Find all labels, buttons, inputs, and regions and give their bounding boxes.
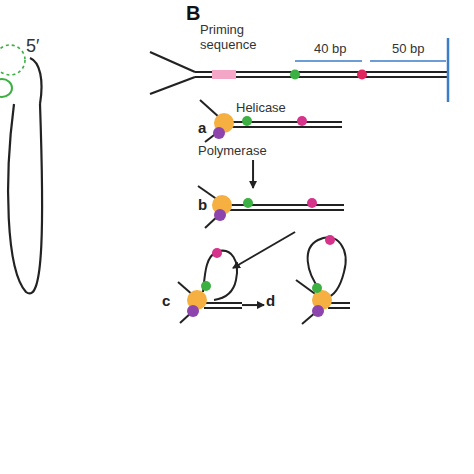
stage-b-fork — [198, 186, 344, 228]
dna-template — [150, 38, 448, 102]
stage-group: d — [264, 268, 350, 325]
stage-letter: a — [198, 119, 206, 136]
step-arrow — [233, 232, 295, 268]
stage-a-fork — [200, 100, 342, 142]
stage-d-fork — [296, 235, 350, 324]
annotation-label: Priming sequence — [200, 22, 270, 52]
panel-letter: B — [186, 2, 200, 25]
stage-group: b — [195, 188, 345, 232]
left-panel-fragment — [0, 45, 42, 293]
annotation-label: 5′ — [26, 36, 39, 57]
annotation-label: Helicase — [236, 100, 286, 115]
stage-c-fork — [178, 248, 242, 323]
step-arrow — [252, 160, 254, 188]
stage-letter: b — [198, 196, 207, 213]
stage-letter: d — [266, 292, 275, 309]
stage-group: c — [160, 268, 242, 325]
step-arrow — [242, 304, 264, 306]
stage-letter: c — [162, 292, 170, 309]
annotation-label: 40 bp — [314, 41, 347, 56]
annotation-label: 50 bp — [392, 41, 425, 56]
annotation-label: Polymerase — [198, 143, 267, 158]
